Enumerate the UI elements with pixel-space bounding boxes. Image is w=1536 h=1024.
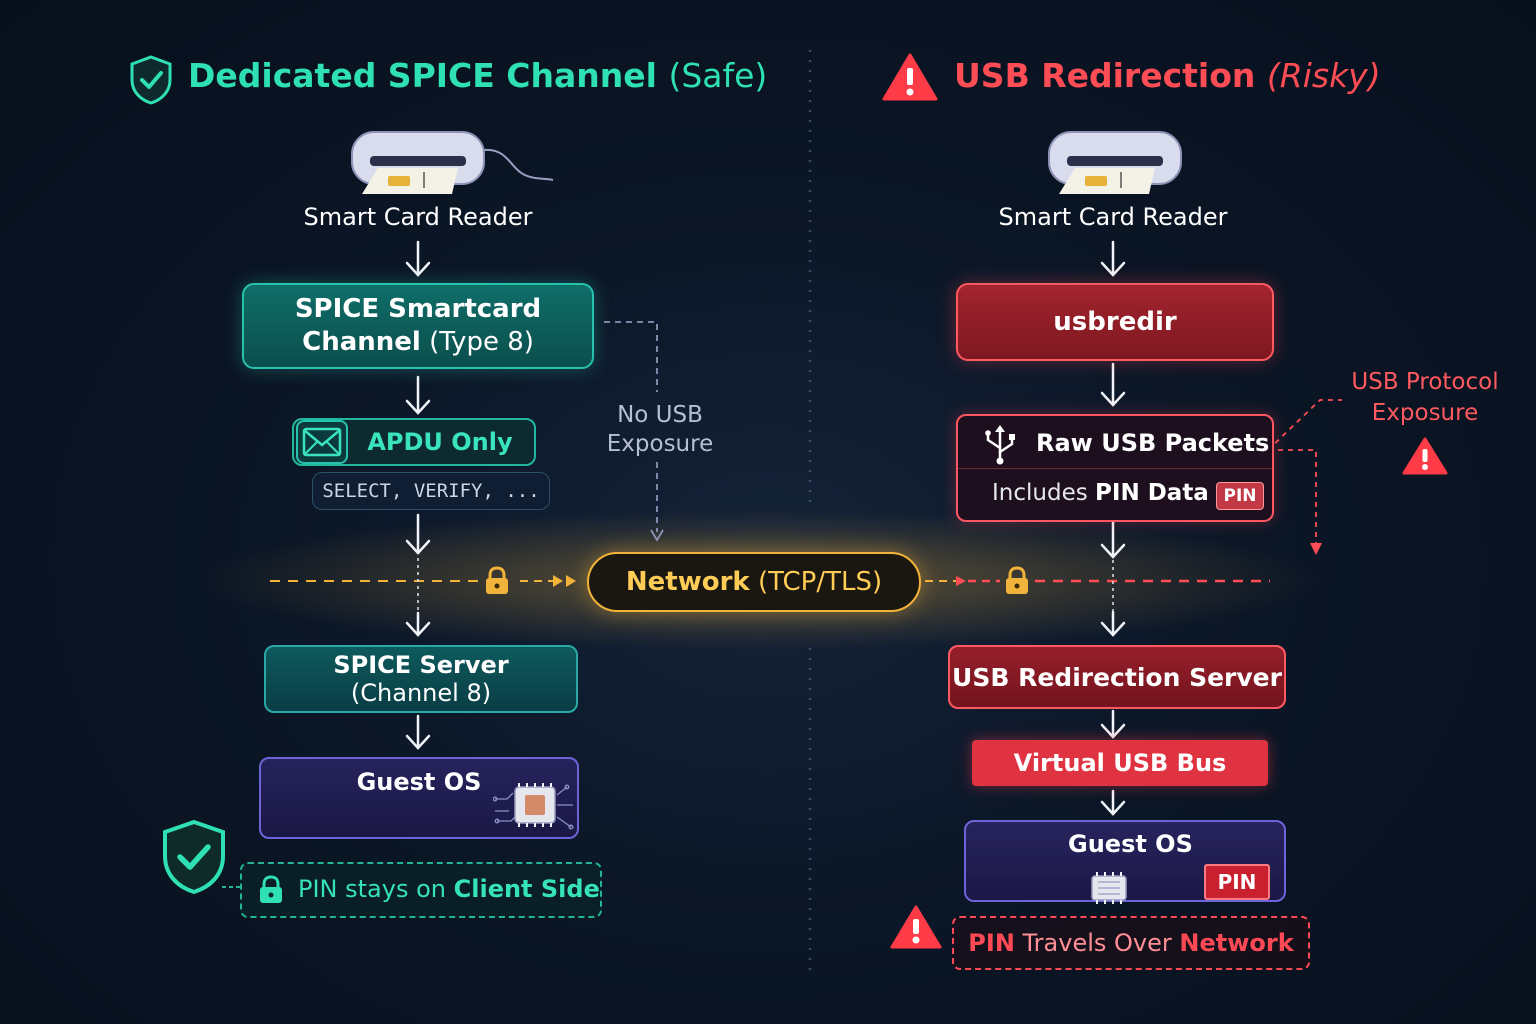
spice-server-box[interactable]: SPICE Server (Channel 8) [264,645,578,713]
apdu-only-box[interactable]: APDU Only [292,418,536,466]
right-title: USB Redirection (Risky) [954,56,1381,95]
right-guest-os-box[interactable]: Guest OS PIN [964,820,1286,904]
left-title-text: Dedicated SPICE Channel [188,56,657,95]
raw-packets-label: Raw USB Packets [1036,429,1270,457]
channel-line2-type: (Type 8) [429,327,534,357]
includes-bold: PIN Data [1095,480,1209,506]
no-usb-connector-arrow [650,529,664,542]
exposure-line2: Exposure [1371,400,1479,426]
includes-text: Includes [992,480,1088,506]
spice-server-line2: (Channel 8) [350,679,492,707]
left-title: Dedicated SPICE Channel (Safe) [188,56,767,95]
raw-usb-packets-box[interactable]: Raw USB Packets Includes PIN Data PIN [956,414,1274,522]
channel-line2: Channel (Type 8) [302,326,534,359]
right-title-suffix: (Risky) [1266,56,1381,95]
usb-icon [980,424,1020,466]
pin-stays-normal: PIN stays on [298,875,446,903]
card-reader-icon [348,128,488,198]
no-usb-line2: Exposure [606,431,714,457]
travels-network: Network [1179,929,1294,957]
usb-redirection-server-box[interactable]: USB Redirection Server [948,645,1286,709]
right-guest-os-label: Guest OS [1068,830,1193,858]
no-usb-line1: No USB [617,402,703,428]
pin-stays-text: PIN stays on Client Side [298,875,600,903]
no-usb-connector-top [604,321,658,392]
spice-server-line1: SPICE Server [333,651,509,679]
warning-icon-bottom [890,904,942,950]
pin-stays-connector [222,886,242,888]
shield-check-icon-large [160,818,228,896]
pin-stays-bold: Client Side [453,875,600,903]
spice-smartcard-channel-box[interactable]: SPICE Smartcard Channel (Type 8) [242,283,594,369]
lock-icon-right [1004,566,1030,596]
left-guest-os-box[interactable]: Guest OS [259,757,579,839]
usbredir-box[interactable]: usbredir [956,283,1274,361]
usb-protocol-exposure: USB Protocol Exposure [1342,367,1508,431]
exposure-line1: USB Protocol [1351,369,1499,395]
network-pill[interactable]: Network (TCP/TLS) [587,552,921,612]
reader-cable [483,148,554,181]
network-arrow-right [956,576,966,586]
network-suffix: (TCP/TLS) [757,567,883,597]
right-reader-label: Smart Card Reader [998,203,1228,231]
pin-stays-on-client-side: PIN stays on Client Side [240,862,602,918]
left-guest-os-label: Guest OS [356,768,482,796]
includes-pin-data: Includes PIN Data [992,480,1209,506]
left-reader-label: Smart Card Reader [303,203,533,231]
exposure-connector-down [1268,449,1317,545]
virtual-usb-bus[interactable]: Virtual USB Bus [972,740,1268,786]
channel-line2-bold: Channel [302,327,421,357]
card-reader-icon-right [1045,128,1185,198]
lock-icon-green [258,875,284,905]
exposure-connector-arrow [1310,543,1322,555]
apdu-commands: SELECT, VERIFY, ... [312,472,550,510]
channel-line1: SPICE Smartcard [294,294,542,324]
left-title-suffix: (Safe) [668,56,768,95]
guest-pin-tag: PIN [1204,864,1270,900]
exposure-connector-up [1267,399,1342,451]
chip-icon-right [1084,870,1134,906]
envelope-icon [296,420,348,464]
apdu-label: APDU Only [367,428,513,456]
travels-pin: PIN [968,929,1015,957]
raw-box-divider [958,468,1272,469]
chip-icon [492,777,575,835]
warning-icon [882,52,938,102]
pin-travels-over-network: PIN Travels Over Network [952,916,1310,970]
travels-middle: Travels Over [1022,929,1172,957]
shield-check-icon [128,54,174,106]
no-usb-exposure-label: No USB Exposure [598,401,722,461]
right-title-text: USB Redirection [954,56,1256,95]
network-arrow-left [553,575,576,587]
warning-icon-exposure [1402,436,1448,476]
network-label: Network [625,567,750,597]
pin-data-chip: PIN [1216,482,1264,510]
lock-icon-left [484,566,510,596]
